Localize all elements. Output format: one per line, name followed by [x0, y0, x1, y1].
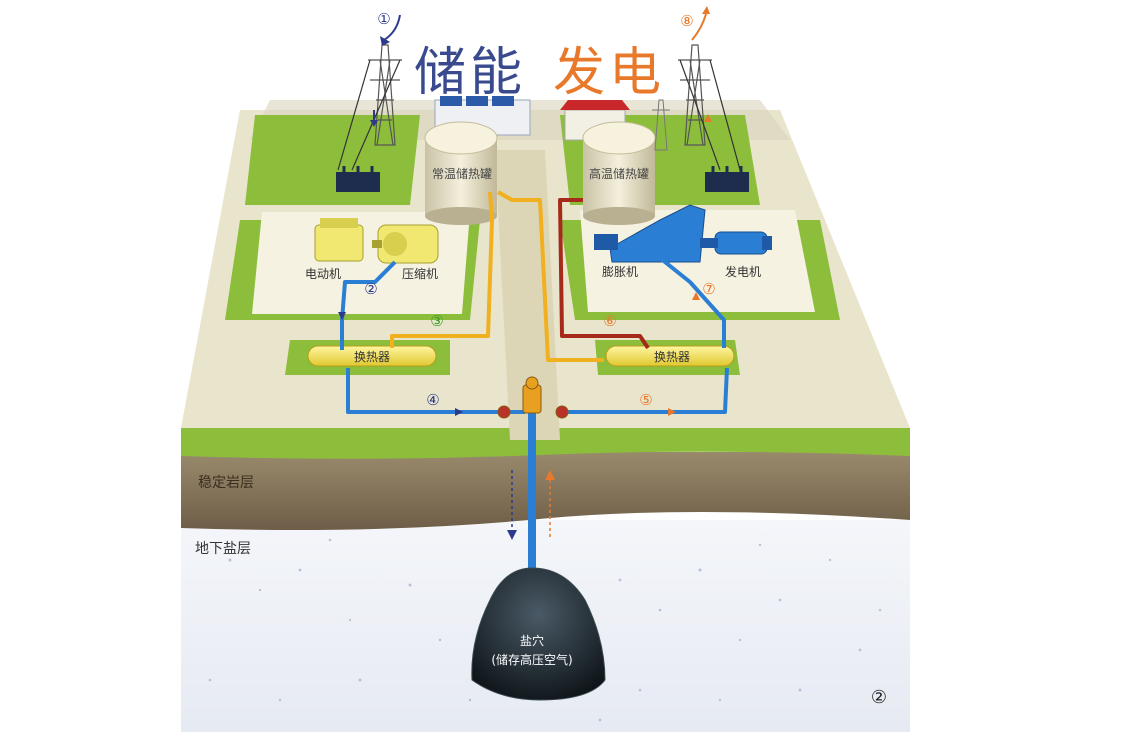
flow-arrows [338, 6, 712, 540]
rock-layer [181, 452, 910, 531]
title-store: 储能 [414, 43, 527, 103]
left-heat-exchanger [307, 345, 437, 367]
arrow-out-head [702, 6, 710, 14]
cavern-name: 盐穴 [520, 633, 544, 648]
pipe-red-hot [558, 198, 650, 350]
generator [700, 231, 772, 255]
step-5: ⑤ [639, 391, 652, 409]
arrow-up-surface [545, 470, 555, 480]
motor [314, 218, 364, 262]
pipe-yellow-left [390, 191, 494, 348]
arrow-up-right [692, 292, 700, 300]
salt-layer-label: 地下盐层 [195, 541, 251, 557]
ambient-tank-label: 常温储热罐 [432, 166, 492, 181]
left-transmission-tower [337, 44, 402, 171]
cavern-desc: (储存高压空气) [491, 652, 572, 667]
step-2: ② [364, 280, 377, 298]
small-pylon [652, 99, 670, 151]
motor-label: 电动机 [305, 267, 341, 281]
wellhead-valves [497, 376, 569, 419]
left-hx-label: 换热器 [354, 350, 390, 364]
pipe-yellow-right [497, 190, 604, 362]
right-transmission-tower [678, 44, 741, 171]
step-1: ① [377, 10, 390, 28]
central-strip [495, 150, 560, 440]
hot-storage-tank [582, 121, 656, 225]
pipe-well-to-hx [560, 367, 729, 414]
figure-number: ② [871, 687, 887, 708]
arrow-down-left [338, 312, 346, 320]
arrow-in-head [380, 36, 390, 46]
arrow-out-curve [691, 13, 707, 41]
salt-speckles [208, 538, 882, 722]
right-transformer [705, 166, 749, 192]
expander-label: 膨胀机 [602, 265, 638, 279]
right-hx-label: 换热器 [654, 350, 690, 364]
pipes [340, 190, 729, 580]
left-transformer [336, 166, 380, 192]
pipe-compressor-to-hx [340, 260, 397, 350]
hot-tank-label: 高温储热罐 [589, 166, 649, 181]
arrow-right-blue [455, 408, 463, 416]
step-7: ⑦ [702, 280, 715, 298]
generator-label: 发电机 [725, 264, 761, 279]
compressor [372, 224, 439, 264]
pipe-hx-to-expander [648, 248, 726, 348]
arrow-tower-right [704, 114, 712, 122]
arrow-right-orange [668, 408, 676, 416]
expander [594, 204, 706, 263]
step-3: ③ [430, 312, 443, 330]
salt-cavern [471, 567, 606, 701]
right-heat-exchanger [605, 345, 735, 367]
stable-rock-label: 稳定岩层 [198, 475, 254, 491]
compressor-label: 压缩机 [402, 266, 438, 281]
step-8: ⑧ [680, 12, 693, 30]
arrow-tower-left [370, 120, 378, 127]
surface-grass-band [181, 428, 910, 459]
step-4: ④ [426, 391, 439, 409]
step-6: ⑥ [603, 312, 616, 330]
ambient-storage-tank [424, 121, 498, 225]
arrow-in-curve [383, 14, 401, 41]
title-generate: 发电 [553, 43, 666, 103]
arrow-down-cavern [507, 530, 517, 540]
